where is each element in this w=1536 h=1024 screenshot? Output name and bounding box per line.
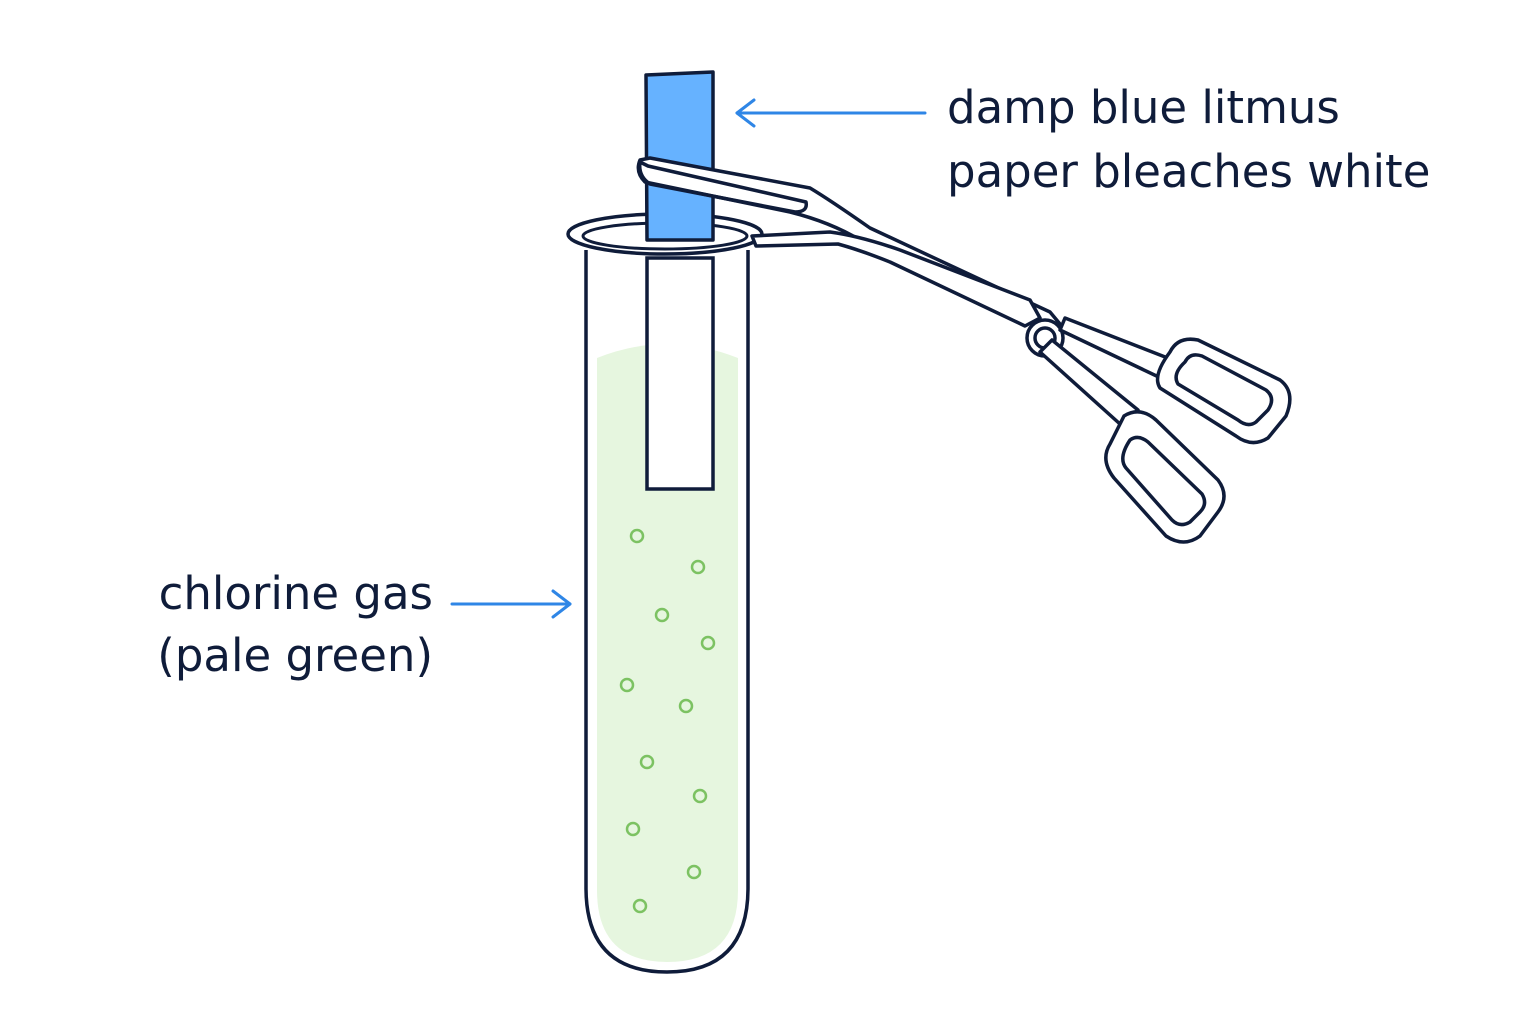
gas-bubble [629, 528, 645, 544]
chlorine-gas-fill [597, 344, 738, 962]
litmus-paper-blue-part [644, 70, 715, 242]
tongs-lower-handle-loop [1104, 410, 1226, 544]
tongs-lower-handle-hole [1121, 435, 1207, 527]
gas-bubble [692, 788, 708, 804]
litmus-label-line-1: damp blue litmus [947, 81, 1340, 134]
gas-bubble [625, 821, 641, 837]
gas-bubble [686, 864, 702, 880]
gas-bubble [619, 677, 635, 693]
gas-bubbles [619, 528, 716, 914]
gas-bubble [690, 559, 706, 575]
litmus-paper-bleached-part [645, 256, 715, 491]
tongs-lower-handle-shaft [1038, 338, 1140, 426]
gas-bubble [654, 607, 670, 623]
tongs-upper-handle-hole [1174, 353, 1274, 427]
litmus-arrow [735, 98, 927, 128]
labels: damp blue litmus paper bleaches white ch… [157, 81, 1430, 682]
tongs-clamp-loop [637, 160, 809, 214]
gas-bubble [700, 635, 716, 651]
tongs-upper-handle-loop [1155, 337, 1292, 445]
litmus-label-line-2: paper bleaches white [947, 145, 1430, 198]
litmus-paper [644, 70, 715, 491]
test-tube-wall [584, 250, 750, 974]
tongs-lower-arm [750, 230, 1042, 328]
tongs [636, 156, 1292, 544]
gas-label-line-2: (pale green) [157, 629, 433, 682]
gas-arrow [450, 589, 572, 619]
annotation-arrows [450, 98, 927, 619]
gas-label-line-1: chlorine gas [159, 567, 433, 620]
gas-bubble [678, 698, 694, 714]
gas-bubble [639, 754, 655, 770]
gas-bubble [632, 898, 648, 914]
